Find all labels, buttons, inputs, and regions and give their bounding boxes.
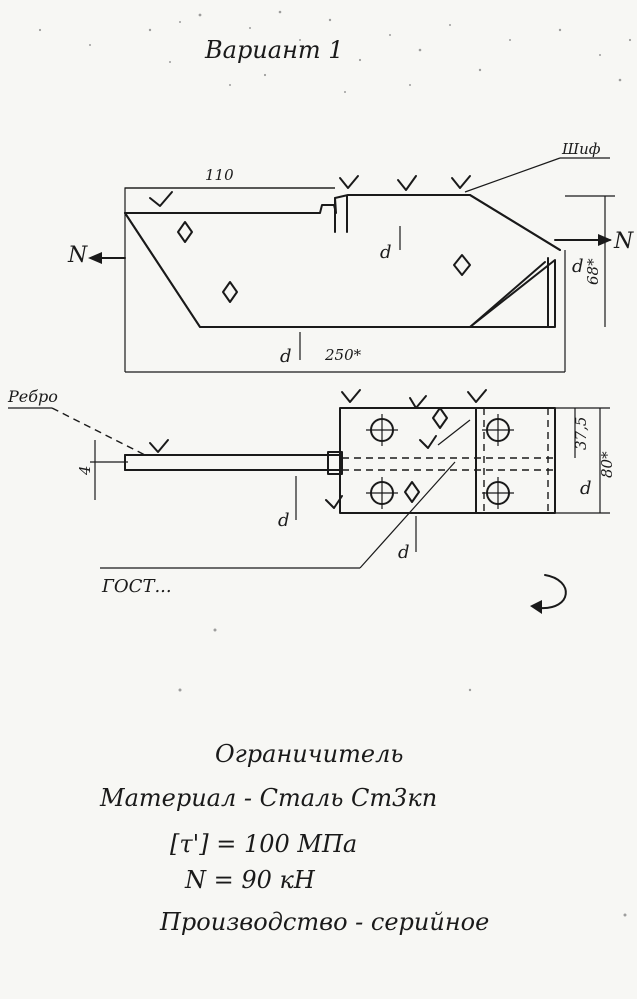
weld-mark-5 [149,439,169,453]
weld-label-d-6: d [580,478,592,499]
weld-label-d-3: d [280,346,292,367]
weld-mark-4 [451,175,471,189]
stress-note: [τ'] = 100 МПа [170,830,357,858]
hatch-line [437,419,471,446]
bolt-hole-4 [482,477,514,509]
weld-mark-6 [341,389,361,403]
extension-line-left [124,187,335,372]
hatch-diamond-5 [404,481,420,503]
weld-label-d-1: d [380,242,392,263]
dimension-37-5: 37,5 [572,417,590,450]
leader-line-gost [359,461,456,569]
weld-label-d-5: d [398,542,410,563]
plate-top-edge [124,194,561,251]
weld-mark-1 [149,191,173,207]
force-label-left: N [67,243,88,268]
plate-left-bevel [124,212,201,328]
leader-gost: ГОСТ... [101,576,172,597]
dimension-4: 4 [76,465,94,476]
bolt-hole-3 [366,477,398,509]
leader-line-top [464,157,561,193]
scan-noise [38,10,632,917]
weld-mark-3 [397,175,417,191]
arrow-head-left [88,252,102,264]
weld-mark-9 [419,435,437,449]
bolt-hole-2 [482,414,514,446]
dimension-250: 250* [324,346,362,364]
plate-right-bevel [469,194,561,251]
leader-note-top: Шиф [561,140,601,158]
leader-rib: Ребро [7,387,58,406]
rotation-arrow-head [530,600,542,614]
weld-mark-2 [339,175,359,189]
hatch-diamond-4 [432,407,448,429]
top-view: 110 N N 68* d d d 250* Шиф [67,140,634,373]
hatch-diamond-3 [453,254,471,276]
force-label-right: N [613,229,634,254]
hatch-diamond-1 [177,221,193,243]
production-note: Производство - серийное [159,908,489,936]
plate-right-edge [469,261,546,328]
part-name: Ограничитель [215,740,403,768]
weld-label-d-2: d [572,256,584,277]
side-view: 4 37,5 80* d d d Ребро ГОСТ... [7,387,616,614]
rod-step [327,451,343,475]
weld-label-d-4: d [278,510,290,531]
dimension-80: 80* [598,451,616,478]
weld-mark-7 [409,395,427,409]
notes-block: Ограничитель Материал - Сталь Ст3кп [τ']… [99,740,489,936]
leader-line-rib [51,407,146,456]
bolt-hole-1 [366,414,398,446]
weld-mark-10 [325,495,343,509]
dimension-68: 68* [584,258,602,285]
rotation-arrow [539,574,567,610]
force-note: N = 90 кН [184,866,316,894]
weld-mark-8 [467,389,487,403]
block-outline [339,407,556,514]
hatch-diamond-2 [222,281,238,303]
dimension-110: 110 [205,166,234,184]
variant-title: Вариант 1 [204,36,344,64]
material-note: Материал - Сталь Ст3кп [99,784,437,812]
